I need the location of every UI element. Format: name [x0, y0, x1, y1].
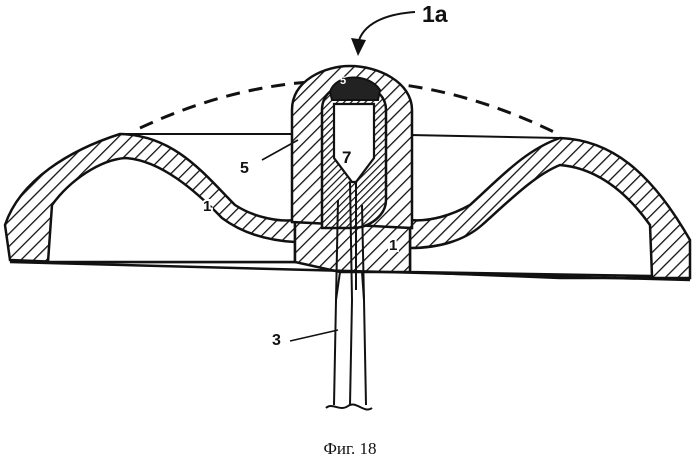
assembly-arrow [358, 12, 415, 44]
label-5-top: 5 [340, 75, 346, 87]
label-5: 5 [240, 160, 249, 177]
label-1-right: 1 [389, 237, 397, 254]
figure-caption: Фиг. 18 [323, 439, 376, 458]
assembly-arrowhead-icon [351, 38, 366, 56]
leader-line-3 [290, 330, 338, 341]
label-3: 3 [272, 332, 281, 349]
lead-neck [336, 272, 364, 300]
label-1a: 1a [422, 1, 448, 27]
label-7: 7 [342, 148, 351, 167]
label-1-left: 1 [203, 198, 211, 215]
lead-cut-end [326, 404, 372, 409]
